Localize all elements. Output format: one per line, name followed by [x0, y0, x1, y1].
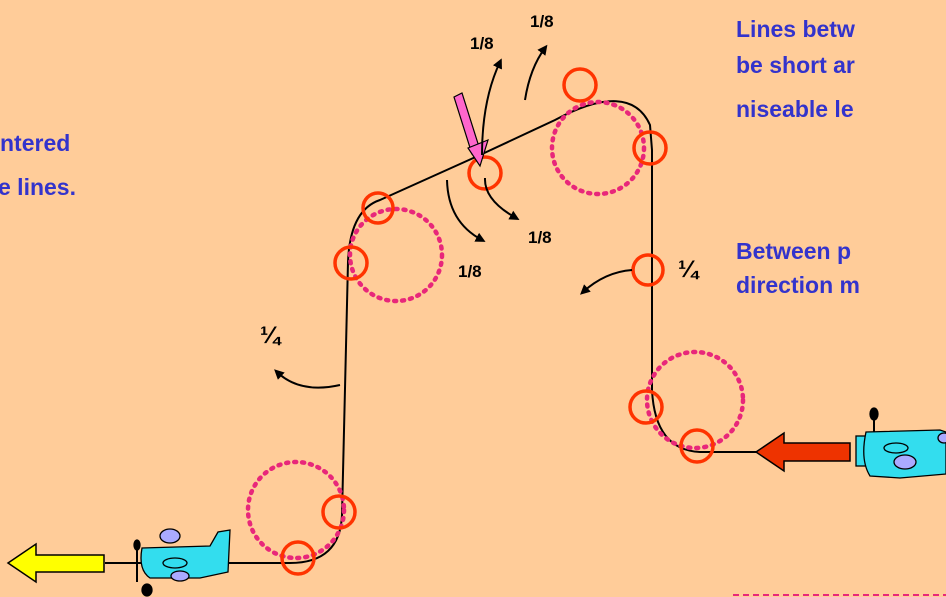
right-note-line-2: be short ar: [736, 52, 855, 78]
curved-arrow-icon: [446, 179, 486, 242]
dotted-circle: [549, 99, 647, 197]
left-note-line-2: e lines.: [0, 174, 76, 200]
airplane-icon: [133, 528, 231, 597]
curved-arrow-icon: [274, 369, 341, 389]
dotted-circles: [245, 99, 746, 561]
exit-arrow: [6, 542, 105, 584]
entry-arrow: [754, 431, 851, 473]
marker-circle: [631, 253, 665, 287]
right-note-line-3: niseable le: [736, 96, 854, 122]
marker-circle: [628, 389, 664, 425]
marker-circle: [467, 155, 503, 191]
marker-circle: [679, 428, 715, 464]
rotation-label: 1/8: [528, 228, 552, 247]
dotted-circle: [644, 349, 746, 451]
rotation-label: ¼: [260, 322, 281, 349]
marker-circle: [333, 245, 369, 281]
rotation-arrows: [274, 44, 633, 389]
right-note-line-4: Between p: [736, 238, 852, 264]
marker-circle: [321, 494, 357, 530]
flight-path: [105, 100, 760, 564]
airplane-icon: [855, 407, 946, 479]
rotation-label: ¼: [678, 256, 699, 283]
rotation-label: 1/8: [458, 262, 482, 281]
right-note-line-1: Lines betw: [736, 16, 855, 42]
curved-arrow-icon: [580, 269, 633, 295]
marker-circle: [632, 130, 668, 166]
rotation-label: 1/8: [470, 34, 494, 53]
marker-circle: [280, 540, 316, 576]
curved-arrow-icon: [481, 58, 502, 156]
marker-circles: [280, 67, 715, 576]
dotted-circle: [347, 206, 445, 304]
marker-circle: [562, 67, 598, 103]
rotation-label: 1/8: [530, 12, 554, 31]
dotted-circle: [245, 459, 347, 561]
marker-circle: [361, 191, 395, 225]
curved-arrow-icon: [483, 177, 520, 220]
left-note-line-1: ntered: [0, 130, 71, 156]
right-note-line-5: direction m: [736, 272, 860, 298]
curved-arrow-icon: [524, 44, 548, 101]
